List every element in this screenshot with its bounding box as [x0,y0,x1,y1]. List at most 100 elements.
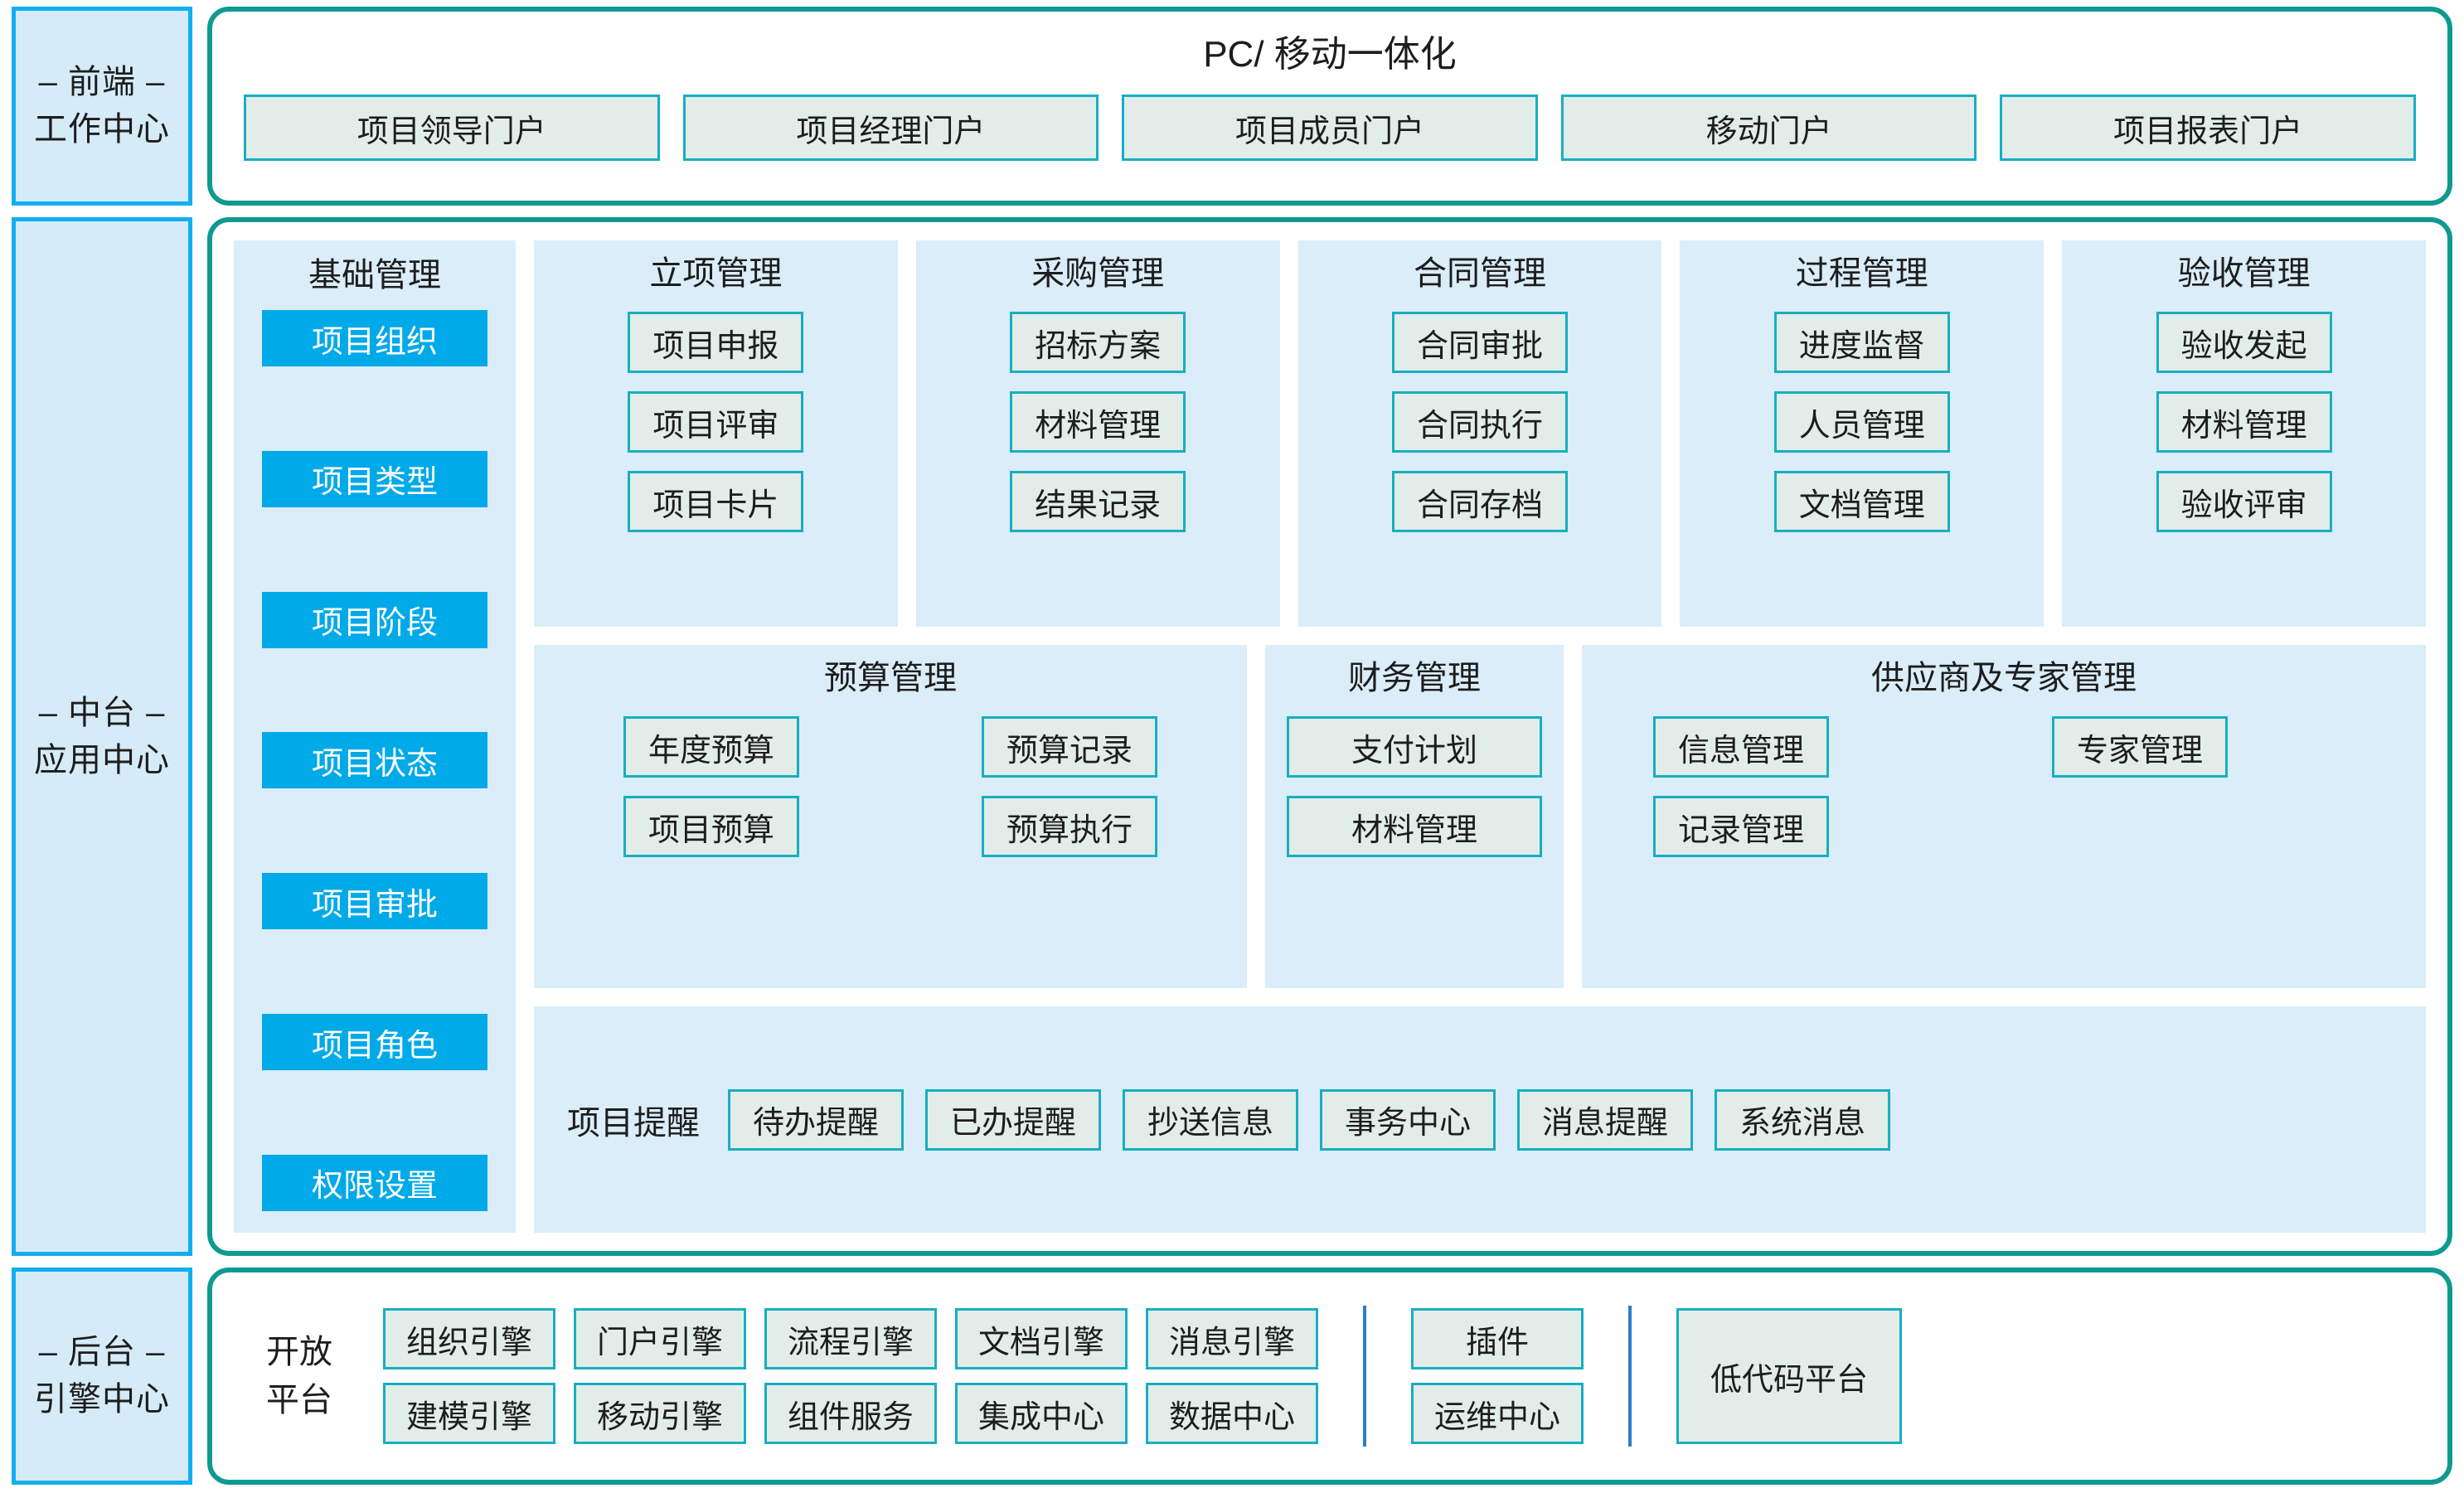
portal-manager[interactable]: 项目经理门户 [682,95,1099,161]
stage-label-backend-line2: 引擎中心 [34,1381,170,1418]
module-row-2: 预算管理 年度预算 预算记录 项目预算 预算执行 财务管理 支付计划 [534,645,2426,988]
module-item-progress-supervision[interactable]: 进度监督 [1773,312,1950,373]
basic-item-permission[interactable]: 权限设置 [262,1154,487,1211]
module-item-project-card[interactable]: 项目卡片 [628,471,804,532]
backend-band: – 后台 – 引擎中心 开放 平台 组织引擎 门户引擎 流程引擎 文档引擎 消息… [12,1268,2452,1485]
engine-component-service[interactable]: 组件服务 [764,1383,937,1444]
basic-item-project-status[interactable]: 项目状态 [262,732,487,789]
module-item-acceptance-review[interactable]: 验收评审 [2156,471,2332,532]
engine-portal[interactable]: 门户引擎 [574,1308,746,1369]
module-item-result-record[interactable]: 结果记录 [1010,471,1186,532]
module-item-bidding-plan[interactable]: 招标方案 [1010,312,1186,373]
engine-modeling[interactable]: 建模引擎 [383,1383,555,1444]
module-item-contract-approval[interactable]: 合同审批 [1391,312,1568,373]
engine-grid: 组织引擎 门户引擎 流程引擎 文档引擎 消息引擎 建模引擎 移动引擎 组件服务 … [383,1308,1318,1444]
basic-item-project-type[interactable]: 项目类型 [262,450,487,507]
module-acceptance: 验收管理 验收发起 材料管理 验收评审 [2062,240,2426,627]
module-title-supplier-expert: 供应商及专家管理 [1871,660,2137,696]
module-item-personnel-mgmt[interactable]: 人员管理 [1773,391,1950,453]
basic-management-title: 基础管理 [308,257,441,293]
module-item-annual-budget[interactable]: 年度预算 [623,716,799,778]
stage-label-frontend: – 前端 – 工作中心 [12,7,192,206]
lowcode-platform[interactable]: 低代码平台 [1676,1308,1902,1444]
portal-report[interactable]: 项目报表门户 [2000,95,2416,161]
module-title-finance: 财务管理 [1348,660,1481,696]
reminder-label: 项目提醒 [567,1104,700,1142]
vertical-divider-2 [1628,1306,1632,1447]
stage-label-middle: – 中台 – 应用中心 [12,217,192,1256]
basic-item-project-role[interactable]: 项目角色 [262,1014,487,1071]
backend-panel: 开放 平台 组织引擎 门户引擎 流程引擎 文档引擎 消息引擎 建模引擎 移动引擎… [207,1268,2452,1485]
engine-message[interactable]: 消息引擎 [1146,1308,1318,1369]
middle-band: – 中台 – 应用中心 基础管理 项目组织 项目类型 项目阶段 项目状态 项目审… [12,217,2452,1256]
module-item-acceptance-initiate[interactable]: 验收发起 [2156,312,2332,373]
basic-management-items: 项目组织 项目类型 项目阶段 项目状态 项目审批 项目角色 权限设置 [262,310,487,1211]
engine-data-center[interactable]: 数据中心 [1146,1383,1318,1444]
module-title-budget: 预算管理 [824,660,957,696]
module-item-material-mgmt-fin[interactable]: 材料管理 [1287,796,1542,857]
basic-item-project-org[interactable]: 项目组织 [262,310,487,366]
portal-leader[interactable]: 项目领导门户 [244,95,660,161]
module-item-contract-archive[interactable]: 合同存档 [1391,471,1568,532]
reminder-item-done[interactable]: 已办提醒 [925,1088,1101,1151]
stage-label-middle-line2: 应用中心 [34,741,170,778]
basic-item-project-approval[interactable]: 项目审批 [262,873,487,930]
portal-row: 项目领导门户 项目经理门户 项目成员门户 移动门户 项目报表门户 [240,73,2419,182]
module-supplier-expert: 供应商及专家管理 信息管理 专家管理 记录管理 [1582,645,2426,988]
module-project-initiation: 立项管理 项目申报 项目评审 项目卡片 [534,240,898,627]
module-contract: 合同管理 合同审批 合同执行 合同存档 [1297,240,1662,627]
module-item-expert-mgmt[interactable]: 专家管理 [2052,716,2228,778]
module-item-contract-execution[interactable]: 合同执行 [1391,391,1568,453]
open-platform-label-line2: 平台 [266,1382,332,1418]
middle-panel: 基础管理 项目组织 项目类型 项目阶段 项目状态 项目审批 项目角色 权限设置 [207,217,2452,1256]
module-title-acceptance: 验收管理 [2177,255,2311,292]
reminder-item-cc-info[interactable]: 抄送信息 [1123,1088,1298,1151]
engine-workflow[interactable]: 流程引擎 [764,1308,937,1369]
module-finance: 财务管理 支付计划 材料管理 [1265,645,1564,988]
module-procurement: 采购管理 招标方案 材料管理 结果记录 [915,240,1280,627]
module-row-3: 项目提醒 待办提醒 已办提醒 抄送信息 事务中心 消息提醒 系统消息 [534,1006,2426,1233]
reminder-item-task-center[interactable]: 事务中心 [1320,1088,1496,1151]
module-item-budget-record[interactable]: 预算记录 [982,716,1157,778]
module-title-process: 过程管理 [1795,255,1928,292]
module-item-project-review[interactable]: 项目评审 [628,391,804,453]
plugin-ops-center[interactable]: 运维中心 [1411,1383,1584,1444]
reminder-item-todo[interactable]: 待办提醒 [728,1088,904,1151]
open-platform-label-line1: 开放 [266,1334,332,1370]
open-platform-label: 开放 平台 [237,1328,361,1424]
reminder-strip: 项目提醒 待办提醒 已办提醒 抄送信息 事务中心 消息提醒 系统消息 [534,1006,2426,1233]
module-budget: 预算管理 年度预算 预算记录 项目预算 预算执行 [534,645,1247,988]
frontend-band: – 前端 – 工作中心 PC/ 移动一体化 项目领导门户 项目经理门户 项目成员… [12,7,2452,206]
vertical-divider-1 [1363,1306,1366,1447]
stage-label-backend-line1: – 后台 – [38,1334,166,1371]
module-item-budget-execution[interactable]: 预算执行 [982,796,1157,857]
module-row-1: 立项管理 项目申报 项目评审 项目卡片 采购管理 招标方案 材料管理 [534,240,2426,627]
module-item-document-mgmt[interactable]: 文档管理 [1773,471,1950,532]
portal-member[interactable]: 项目成员门户 [1122,95,1538,161]
stage-label-frontend-line2: 工作中心 [34,111,170,148]
engine-integration-center[interactable]: 集成中心 [955,1383,1128,1444]
module-item-material-mgmt-acc[interactable]: 材料管理 [2156,391,2332,453]
basic-item-project-stage[interactable]: 项目阶段 [262,591,487,648]
module-item-info-mgmt[interactable]: 信息管理 [1653,716,1829,778]
reminder-item-system-message[interactable]: 系统消息 [1715,1088,1890,1151]
stage-label-backend: – 后台 – 引擎中心 [12,1268,192,1485]
module-title-procurement: 采购管理 [1031,255,1165,292]
frontend-title: PC/ 移动一体化 [1203,34,1457,75]
engine-mobile[interactable]: 移动引擎 [574,1383,746,1444]
module-item-project-budget[interactable]: 项目预算 [623,796,799,857]
module-item-project-declaration[interactable]: 项目申报 [628,312,804,373]
engine-organization[interactable]: 组织引擎 [383,1308,555,1369]
plugin-grid: 插件 运维中心 [1411,1308,1584,1444]
module-process: 过程管理 进度监督 人员管理 文档管理 [1680,240,2044,627]
plugin-plugins[interactable]: 插件 [1411,1308,1584,1369]
basic-management-column: 基础管理 项目组织 项目类型 项目阶段 项目状态 项目审批 项目角色 权限设置 [234,240,516,1233]
reminder-item-message-alert[interactable]: 消息提醒 [1517,1088,1693,1151]
engine-document[interactable]: 文档引擎 [955,1308,1128,1369]
module-title-contract: 合同管理 [1413,255,1546,292]
portal-mobile[interactable]: 移动门户 [1560,95,1977,161]
module-item-payment-plan[interactable]: 支付计划 [1287,716,1542,778]
module-item-record-mgmt[interactable]: 记录管理 [1653,796,1829,857]
module-item-material-mgmt-proc[interactable]: 材料管理 [1010,391,1186,453]
